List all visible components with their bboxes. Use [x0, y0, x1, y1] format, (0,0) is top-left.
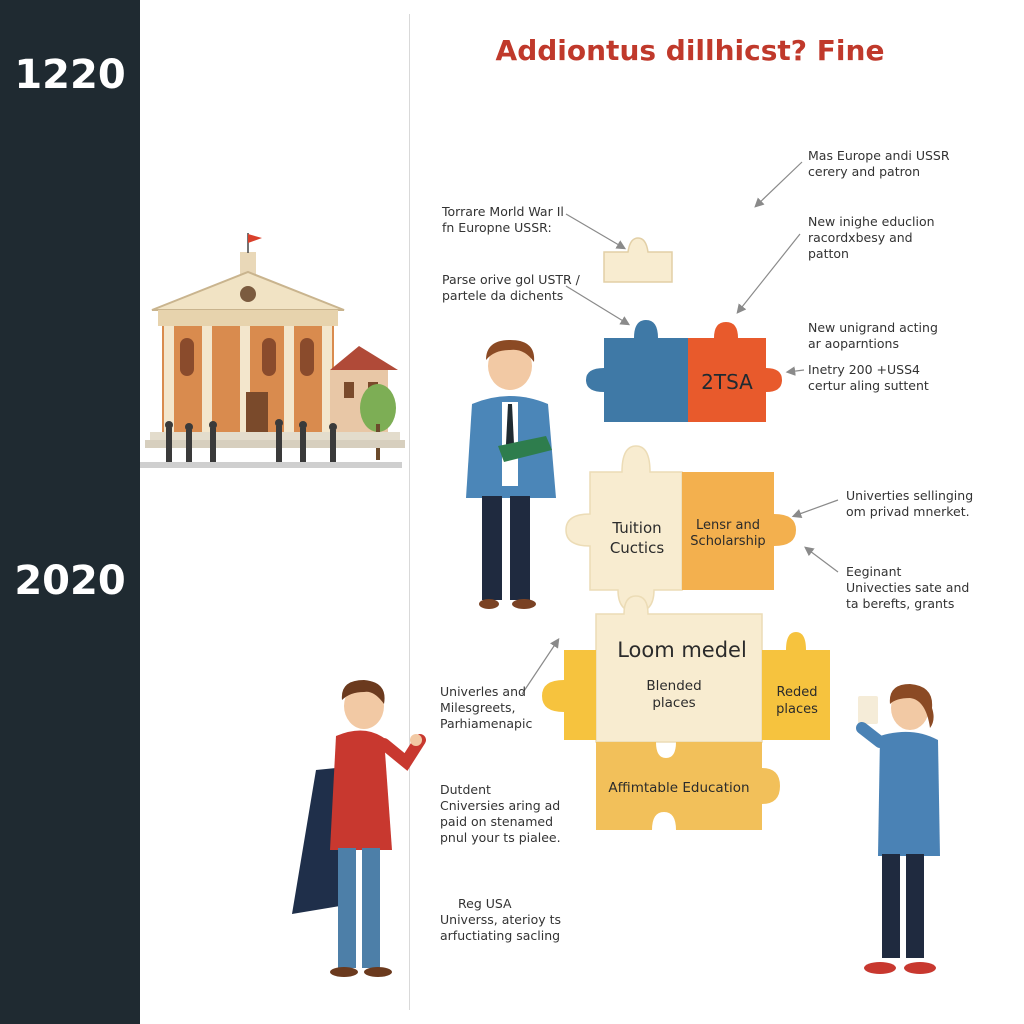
arrow-right-2 [736, 233, 801, 314]
student-with-bag-illustration [292, 680, 426, 977]
note-right-5: Univerties sellinging om privad mnerket. [846, 488, 974, 519]
arrow-left-1 [565, 213, 627, 250]
person-with-phone-illustration [856, 684, 940, 974]
puzzle-piece-top-cream [603, 237, 673, 283]
university-building-illustration [140, 233, 405, 468]
arrow-right-4 [785, 366, 805, 376]
puzzle-piece-loom [595, 595, 763, 743]
arrow-right-6 [804, 546, 839, 573]
year-2020: 2020 [14, 558, 126, 604]
note-left-5-body: Universs, aterioy ts arfuctiating saclin… [440, 912, 562, 943]
note-left-1: Torrare Morld War Il fn Europne USSR: [442, 204, 564, 235]
note-right-3: New unigrand acting ar aoparntions [808, 320, 938, 351]
puzzle-piece-blue [586, 320, 688, 422]
note-left-4-heading: Dutdent [440, 782, 491, 797]
puzzle-piece-affordable [596, 742, 780, 830]
timeline-sidebar [0, 0, 140, 1024]
puzzle-piece-scholarship [682, 472, 796, 590]
arrow-left-3 [521, 638, 560, 695]
note-right-6-heading: Eeginant [846, 564, 902, 579]
puzzle-label-scholarship: Lensr and Scholarship [690, 518, 766, 549]
person-with-folder-illustration [466, 340, 556, 609]
puzzle-piece-red [688, 322, 782, 422]
note-right-2: New inighe educlion racordxbesy and patt… [808, 214, 935, 261]
arrow-left-2 [565, 285, 631, 326]
page-title: Addiontus dillhicst? Fine [495, 34, 885, 67]
puzzle-label-2tsa: 2TSA [701, 370, 753, 394]
note-right-4: Inetry 200 +USS4 certur aling suttent [808, 362, 929, 393]
note-left-2: Parse orive gol USTR / partele da dichen… [442, 272, 580, 303]
puzzle-label-blended: Blended places [646, 678, 702, 711]
puzzle-piece-reded [762, 632, 830, 740]
puzzle-label-reded: Reded places [776, 685, 818, 717]
puzzle-label-tuition: Tuition Cuctics [609, 519, 665, 557]
note-left-4-body: Cniversies aring ad paid on stenamed pnu… [440, 798, 561, 845]
note-right-6-body: Univecties sate and ta berefts, grants [846, 580, 970, 611]
connector-arrows [521, 161, 839, 695]
year-1220: 1220 [14, 52, 126, 98]
puzzle-label-affordable: Affimtable Education [608, 780, 750, 796]
note-left-3: Univerles and Milesgreets, Parhiamenapic [440, 684, 533, 731]
note-left-5-heading: Reg USA [458, 896, 512, 911]
vertical-divider [409, 14, 410, 1010]
note-top-right: Mas Europe andi USSR cerery and patron [808, 148, 950, 179]
puzzle-label-loom-model: Loom medel [617, 638, 747, 662]
arrow-top-right [754, 161, 803, 208]
arrow-right-5 [791, 499, 839, 519]
puzzle-piece-left-yellow [542, 650, 596, 740]
